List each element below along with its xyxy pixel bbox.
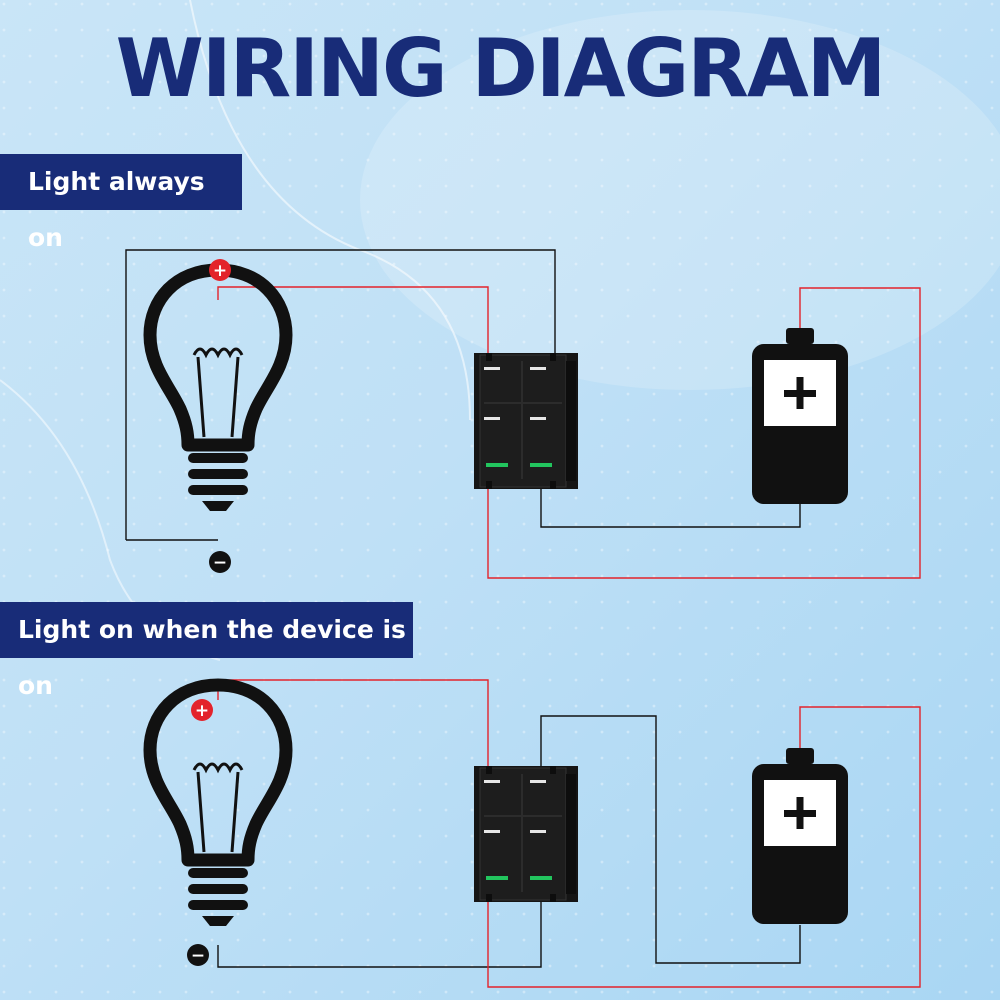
positive-terminal-icon: +: [191, 699, 213, 721]
section-label-light-always-on: Light always on: [0, 154, 242, 252]
positive-symbol: +: [195, 701, 209, 721]
battery-icon: [752, 748, 848, 924]
rocker-switch-icon: [473, 765, 579, 903]
positive-symbol: +: [213, 261, 227, 281]
rocker-switch-icon: [473, 352, 579, 490]
negative-symbol: −: [213, 553, 227, 573]
page-title: WIRING DIAGRAM: [115, 22, 887, 115]
negative-symbol: −: [191, 946, 205, 966]
negative-terminal-icon: −: [187, 944, 209, 966]
negative-terminal-icon: −: [209, 551, 231, 573]
light-bulb-icon: [150, 685, 286, 926]
light-bulb-icon: [150, 270, 286, 511]
battery-icon: [752, 328, 848, 504]
diagram-1-wires: [125, 249, 921, 579]
section-label-light-on-with-device: Light on when the device is on: [0, 602, 413, 700]
positive-terminal-icon: +: [209, 259, 231, 281]
